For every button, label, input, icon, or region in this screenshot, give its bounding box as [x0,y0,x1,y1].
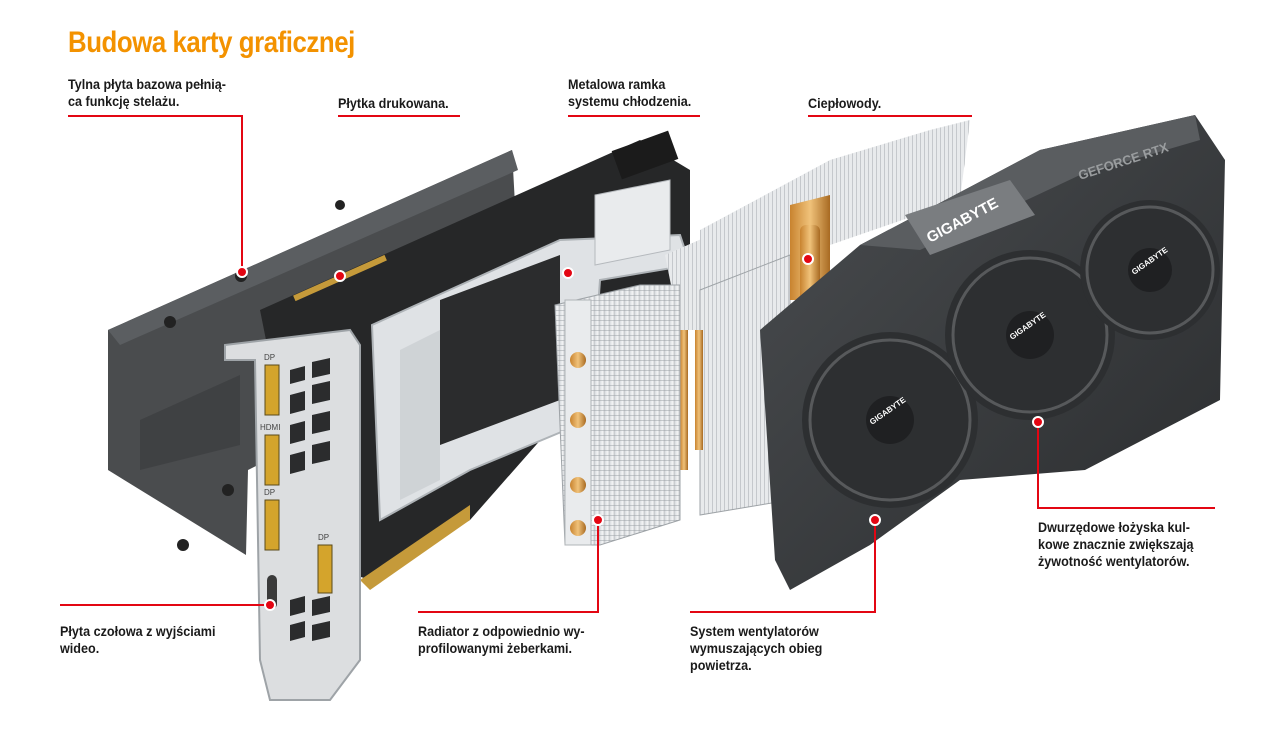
fan-shroud: GIGABYTE GEFORCE RTX GIGABYTE GIGABYTE G… [760,115,1225,590]
port-hdmi [264,434,280,486]
label-bracket: Płyta czołowa z wyjściami wideo. [60,623,216,656]
backplate-screw [177,539,189,551]
label-backplate: Tylna płyta bazowa pełnią- ca funkcję st… [68,76,227,109]
leader-dot [802,253,814,265]
diagram-title: Budowa karty graficznej [68,26,355,59]
label-frame: Metalowa ramka systemu chłodzenia. [568,76,692,109]
leader-dot [592,514,604,526]
port-dp [264,364,280,416]
port-label: HDMI [260,423,280,432]
heatpipe-end [570,412,586,428]
port-label: DP [318,533,329,542]
backplate-screw [222,484,234,496]
leader-dot [236,266,248,278]
heatpipe-end [570,520,586,536]
io-bracket: DP HDMI DP DP [224,328,361,701]
label-heatpipes: Ciepłowody. [808,95,882,111]
leader-dot [1032,416,1044,428]
fan [802,332,978,508]
leader-dot [334,270,346,282]
leader-dots [236,253,1044,611]
leader-lines [60,115,1215,613]
fan [945,250,1115,420]
cooling-frame [370,179,692,522]
port-label: DP [264,488,275,497]
backplate-screw [335,200,345,210]
label-fans: System wentylatorów wymuszających obieg … [690,623,823,673]
radiator-front [554,284,681,546]
port-dp [317,544,333,594]
heatpipe-end [570,352,586,368]
label-bearings: Dwurzędowe łożyska kul- kowe znacznie zw… [1038,519,1194,569]
leader-dot [264,599,276,611]
label-radiator: Radiator z odpowiednio wy- profilowanymi… [418,623,585,656]
port-label: DP [264,353,275,362]
leader-line-fans [690,520,876,613]
fan [1080,200,1220,340]
leader-dot [869,514,881,526]
leader-line-radiator [418,520,599,613]
port-dp [264,499,280,551]
radiator-upper [665,120,970,516]
leader-line-bearings [1037,423,1215,509]
leader-line-backplate [68,115,243,270]
label-pcb: Płytka drukowana. [338,95,449,111]
backplate-screw [164,316,176,328]
leader-dot [562,267,574,279]
heatpipe-end [570,477,586,493]
power-connector [611,130,679,180]
